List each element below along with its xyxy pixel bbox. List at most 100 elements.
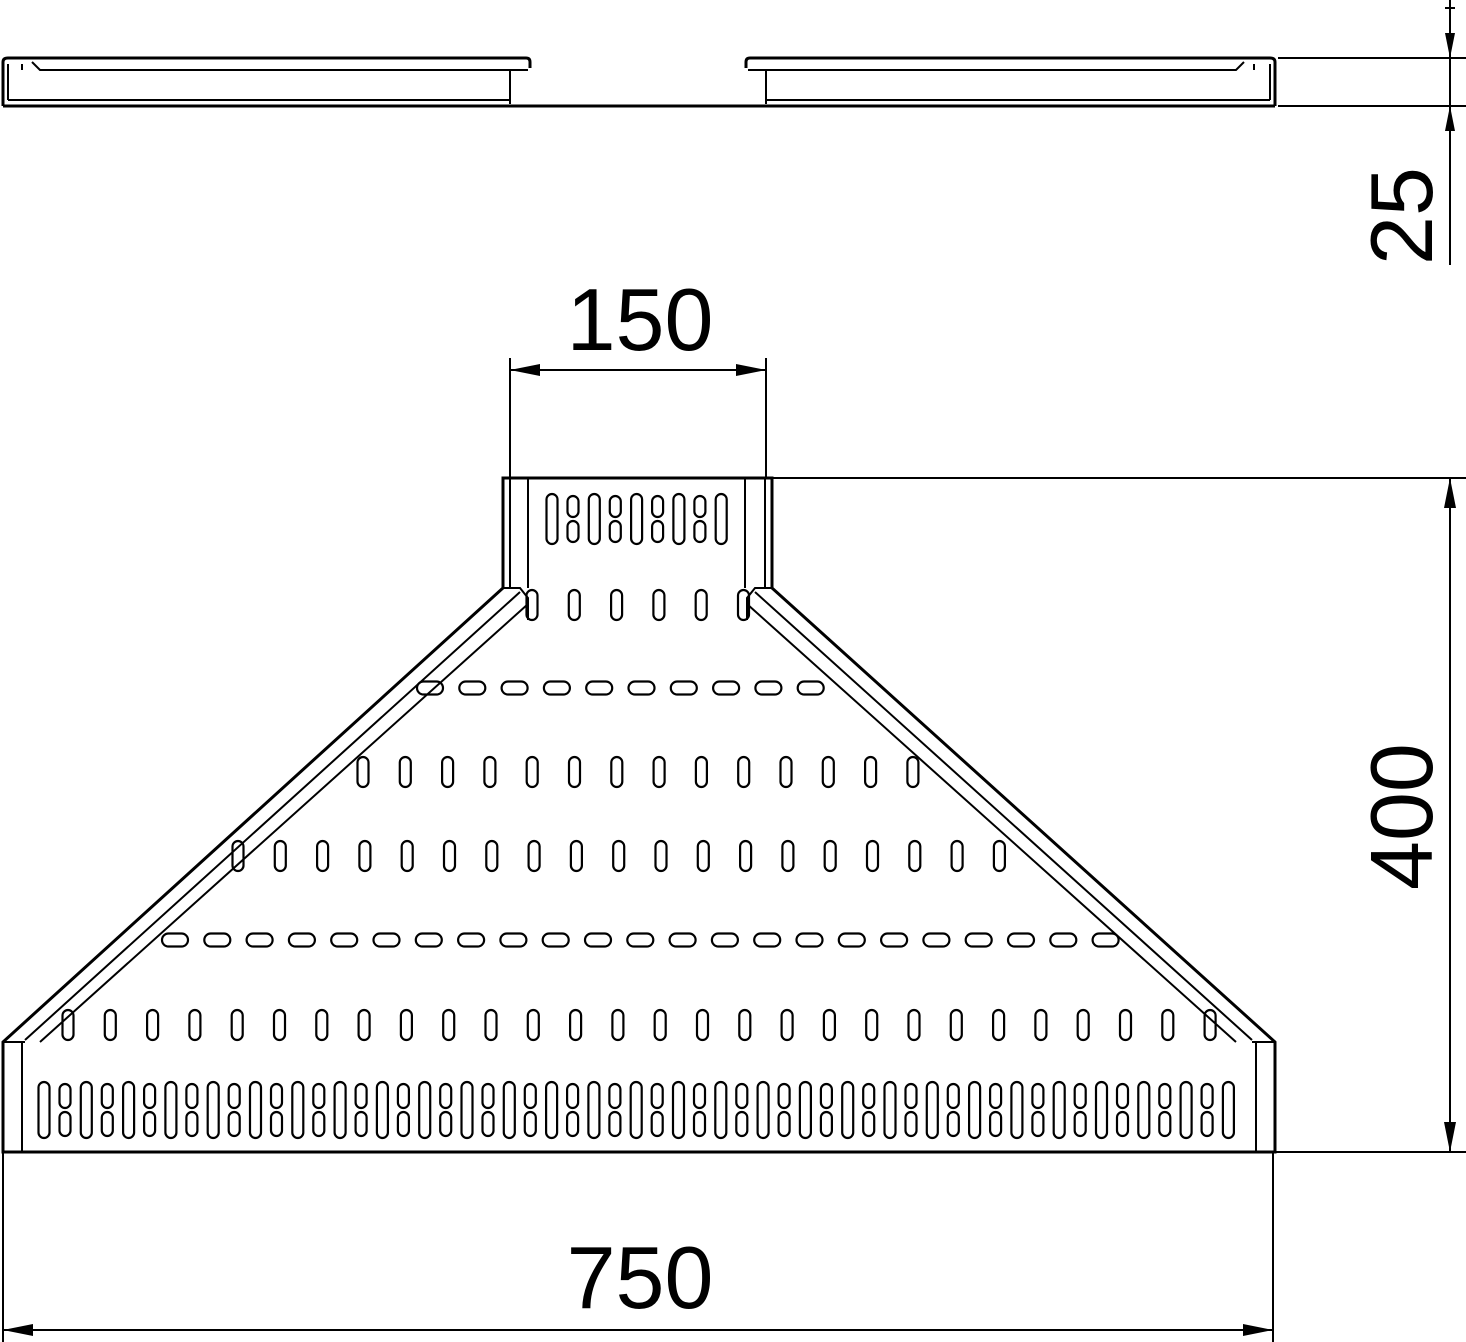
slot-hole: [865, 839, 880, 873]
slot-hole: [569, 839, 584, 873]
slot-hole: [231, 839, 245, 873]
band-small-hole: [650, 519, 665, 544]
dimension-length-label: 400: [1352, 743, 1451, 890]
oval-hole: [1006, 932, 1036, 948]
dimension-top-width-label: 150: [567, 270, 714, 369]
slot-hole: [738, 1008, 752, 1042]
band-small-hole: [185, 1110, 199, 1138]
side-view-left-inner: [7, 61, 528, 104]
slot-hole: [738, 839, 753, 873]
oval-hole: [160, 932, 190, 948]
oval-hole: [203, 932, 232, 948]
band-slot-hole: [925, 1080, 939, 1140]
band-small-hole: [777, 1110, 791, 1138]
band-small-hole: [269, 1082, 284, 1110]
dimension-height-arrows: [1445, 33, 1455, 131]
band-small-hole: [1200, 1110, 1214, 1138]
dimension-bottom-width-label: 750: [567, 1228, 714, 1327]
slot-hole: [442, 1008, 456, 1042]
slot-hole: [525, 588, 539, 622]
dimension-top-width-lines: [509, 358, 767, 478]
band-small-hole: [862, 1082, 876, 1110]
slot-hole: [568, 1008, 583, 1042]
band-small-hole: [354, 1110, 368, 1138]
dimension-length-lines: [772, 477, 1466, 1153]
oval-hole: [626, 932, 655, 948]
side-view-left-panel: [1, 56, 532, 106]
band-slot-hole: [1094, 1080, 1109, 1140]
oval-hole: [330, 932, 359, 948]
slot-hole: [526, 1008, 540, 1042]
plan-view: [1, 476, 1277, 1154]
band-slot-hole: [37, 1080, 51, 1140]
oval-hole: [372, 932, 401, 948]
oval-hole: [499, 932, 528, 948]
slot-hole: [567, 755, 582, 789]
oval-hole: [414, 932, 443, 948]
band-slot-hole: [248, 1080, 263, 1140]
band-slot-hole: [502, 1080, 516, 1140]
band-slot-hole: [375, 1080, 389, 1140]
band-small-hole: [439, 1110, 453, 1138]
slot-hole: [695, 1008, 710, 1042]
slot-hole: [652, 588, 666, 622]
slot-hole: [908, 839, 922, 873]
dimension-bottom-width-lines: [2, 1152, 1274, 1342]
slot-hole: [694, 755, 709, 789]
oval-hole: [964, 932, 993, 948]
band-small-hole: [143, 1082, 157, 1110]
band-small-hole: [650, 494, 665, 519]
slot-hole: [358, 839, 372, 873]
slot-hole: [442, 839, 457, 873]
band-small-hole: [100, 1110, 114, 1138]
band-small-hole: [227, 1110, 241, 1138]
slot-hole: [483, 755, 497, 789]
band-small-hole: [1115, 1110, 1130, 1138]
band-small-hole: [566, 519, 580, 544]
band-slot-hole: [798, 1080, 813, 1140]
oval-hole: [922, 932, 951, 948]
band-small-hole: [396, 1082, 410, 1110]
band-slot-hole: [756, 1080, 770, 1140]
plan-view-outline: [1, 476, 1277, 1154]
band-small-hole: [777, 1082, 791, 1110]
slot-hole: [653, 1008, 667, 1042]
band-small-hole: [227, 1082, 241, 1110]
slot-hole: [315, 1008, 329, 1042]
side-view-right-panel: [744, 56, 1277, 106]
slot-hole: [694, 588, 708, 622]
oval-hole: [668, 932, 697, 948]
oval-hole: [500, 680, 529, 696]
oval-hole: [627, 680, 656, 696]
slot-hole: [1034, 1008, 1048, 1042]
band-small-hole: [565, 1082, 580, 1110]
oval-hole: [711, 680, 741, 696]
band-small-hole: [312, 1082, 326, 1110]
band-slot-hole: [333, 1080, 347, 1140]
slot-hole: [780, 1008, 794, 1042]
slot-hole: [609, 588, 624, 622]
band-small-hole: [481, 1082, 495, 1110]
band-small-hole: [862, 1110, 876, 1138]
band-slot-hole: [671, 1080, 686, 1140]
band-small-hole: [1031, 1082, 1045, 1110]
band-slot-hole: [460, 1080, 474, 1140]
oval-hole: [458, 680, 487, 696]
band-small-hole: [354, 1082, 368, 1110]
band-small-hole: [693, 519, 707, 544]
band-small-hole: [608, 1110, 622, 1138]
band-slot-hole: [672, 492, 686, 546]
perforation-holes: [37, 492, 1236, 1140]
band-small-hole: [523, 1110, 537, 1138]
band-small-hole: [1158, 1110, 1172, 1138]
slot-hole: [821, 755, 835, 789]
dimension-length: 400: [772, 477, 1466, 1153]
band-slot-hole: [121, 1080, 136, 1140]
slot-hole: [398, 755, 412, 789]
band-slot-hole: [291, 1080, 305, 1140]
band-small-hole: [692, 1110, 707, 1138]
oval-hole: [795, 932, 824, 948]
band-slot-hole: [79, 1080, 93, 1140]
